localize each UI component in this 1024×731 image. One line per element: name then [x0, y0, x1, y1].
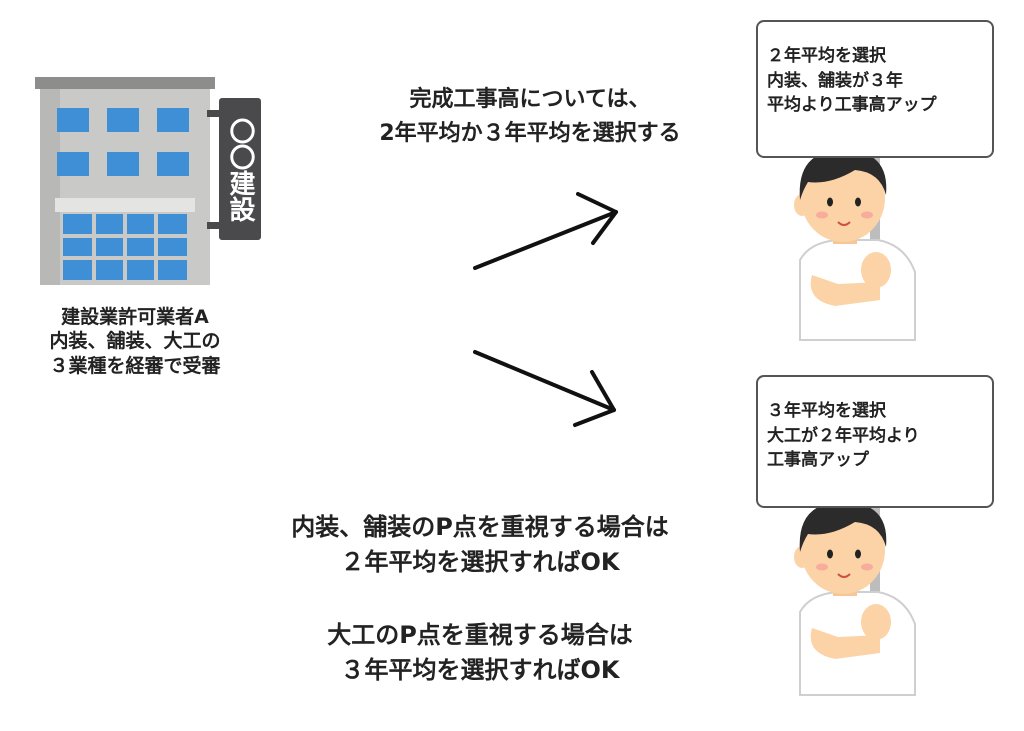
intro-text: 完成工事高については、 2年平均か３年平均を選択する: [379, 87, 681, 147]
company-label: 建設業許可業者A 内装、舗装、大工の ３業種を経審で受審: [49, 306, 221, 377]
arrow-upper: [473, 192, 618, 270]
conclusion-2year: 内装、舗装のP点を重視する場合は ２年平均を選択すればOK: [291, 513, 669, 576]
arrow-lower: [473, 350, 616, 427]
building-sign-text: 〇〇建設: [225, 118, 255, 222]
sign-option-3year: ３年平均を選択 大工が２年平均より 工事高アップ: [756, 375, 994, 508]
person-upper: [794, 150, 916, 341]
sign-option-2year: ２年平均を選択 内装、舗装が３年 平均より工事高アップ: [756, 20, 994, 158]
person-lower: [794, 502, 916, 696]
sign-option-2year-text: ２年平均を選択 内装、舗装が３年 平均より工事高アップ: [767, 46, 937, 116]
sign-option-3year-text: ３年平均を選択 大工が２年平均より 工事高アップ: [767, 401, 920, 471]
conclusion-3year: 大工のP点を重視する場合は ３年平均を選択すればOK: [327, 621, 633, 684]
